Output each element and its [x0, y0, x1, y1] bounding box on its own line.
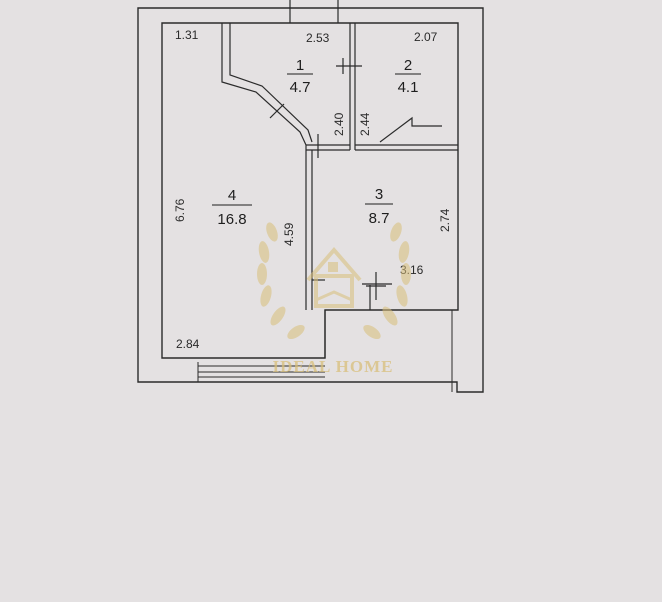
dimension-label: 2.40	[332, 112, 346, 136]
dimension-label: 4.59	[282, 222, 296, 246]
watermark-logo	[257, 222, 411, 340]
dimension-label: 1.31	[175, 28, 199, 42]
dimension-label: 2.07	[414, 30, 438, 44]
dimension-label: 2.84	[176, 337, 200, 351]
dimension-label: 2.53	[306, 31, 330, 45]
room-label-3: 3 8.7	[365, 186, 393, 227]
entry-stub	[289, 0, 339, 23]
window-strip	[197, 310, 457, 392]
house-icon	[306, 246, 362, 308]
dimension-ticks	[269, 58, 392, 285]
room-number: 3	[375, 186, 383, 203]
room-area: 4.7	[290, 79, 311, 96]
room-area: 8.7	[369, 210, 390, 227]
room-number: 4	[228, 187, 236, 204]
room-1-walls	[221, 23, 350, 310]
room-area: 16.8	[217, 211, 246, 228]
room-number: 2	[404, 57, 412, 74]
dimension-label: 6.76	[173, 198, 187, 222]
outer-walls	[137, 7, 484, 393]
room-label-4: 4 16.8	[212, 187, 252, 228]
room-area: 4.1	[398, 79, 419, 96]
dimension-label: 2.74	[438, 208, 452, 232]
room-2-walls	[349, 23, 458, 151]
room-3-walls	[311, 150, 386, 358]
dimension-label: 2.44	[358, 112, 372, 136]
room-number: 1	[296, 57, 304, 74]
room-label-2: 2 4.1	[395, 57, 421, 96]
watermark-text: IDEAL HOME	[273, 357, 394, 376]
room-label-1: 1 4.7	[287, 57, 313, 96]
